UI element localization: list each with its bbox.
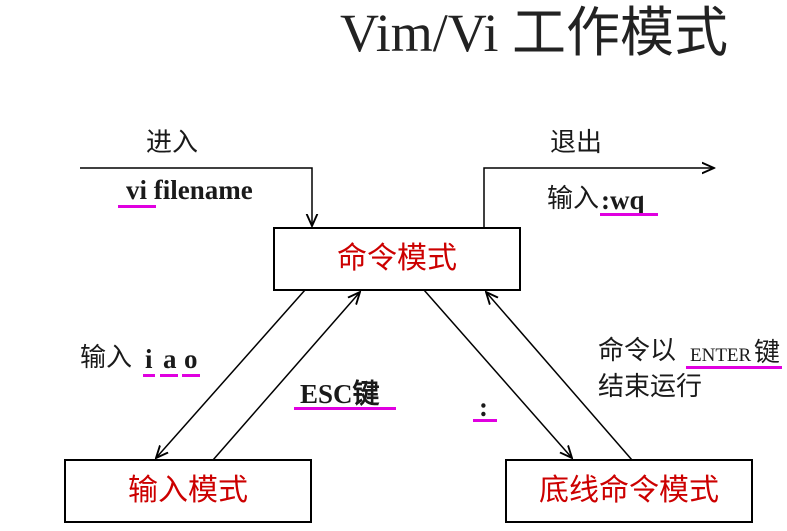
esc-label: ESC键 — [300, 379, 380, 409]
command-mode-box — [273, 227, 521, 291]
insert-key-i-underline — [143, 374, 155, 377]
lastline-mode-box — [505, 459, 753, 523]
lastline-to-command-arrow — [486, 292, 633, 461]
insert-key-o: o — [184, 344, 198, 374]
exit-label: 退出 — [550, 128, 603, 158]
insert-mode-box — [64, 459, 312, 523]
finish-line2: 结束运行 — [598, 372, 703, 402]
insert-mode-label: 输入模式 — [128, 473, 248, 508]
insert-key-o-underline — [182, 374, 200, 377]
lastline-mode-label: 底线命令模式 — [539, 473, 719, 508]
insert-key-a: a — [163, 344, 177, 374]
esc-underline — [294, 407, 396, 410]
finish-prefix: 命令以 — [598, 336, 677, 366]
insert-key-a-underline — [160, 374, 178, 377]
finish-underline — [686, 366, 782, 369]
finish-suffix: 键 — [754, 338, 781, 368]
colon-label: : — [479, 392, 488, 422]
enter-underline — [118, 205, 156, 208]
exit-command: :wq — [601, 185, 645, 215]
command-mode-label: 命令模式 — [337, 241, 457, 276]
finish-key: ENTER — [690, 345, 752, 366]
exit-arrow — [483, 168, 714, 228]
exit-underline — [600, 213, 658, 216]
command-to-insert-arrow — [156, 289, 306, 458]
enter-label: 进入 — [146, 128, 199, 158]
enter-arrow — [80, 167, 312, 226]
diagram-title: Vim/Vi 工作模式 — [340, 3, 729, 63]
command-to-lastline-arrow — [423, 289, 572, 458]
insert-key-i: i — [145, 344, 153, 374]
insert-to-command-arrow — [212, 292, 360, 461]
enter-command: vi filename — [126, 175, 253, 205]
exit-prefix: 输入 — [547, 184, 600, 214]
insert-prefix: 输入 — [80, 343, 133, 373]
colon-underline — [473, 419, 497, 422]
